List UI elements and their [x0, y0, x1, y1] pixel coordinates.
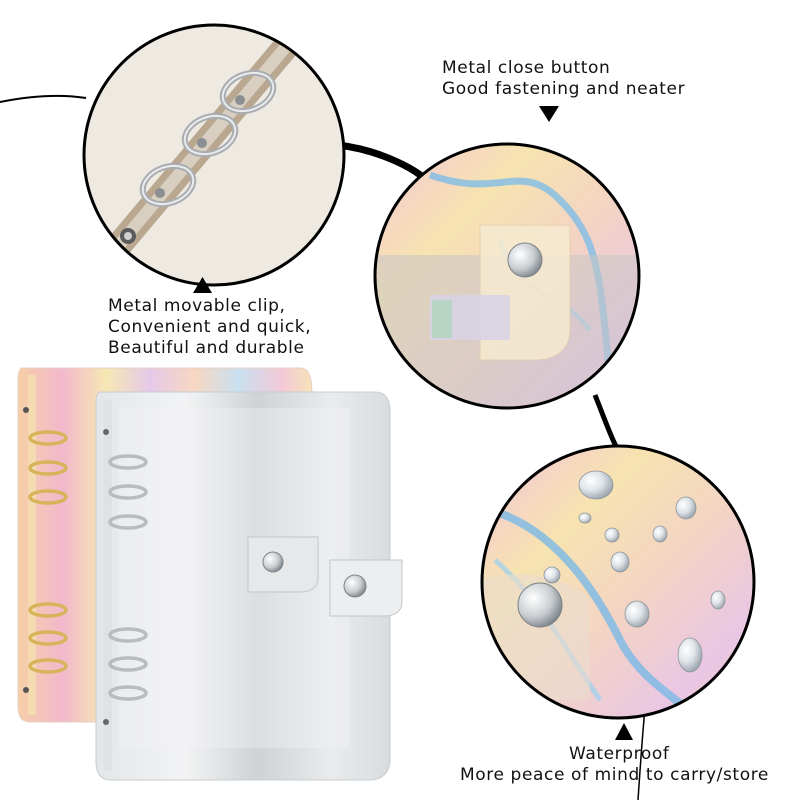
gold-rings: [28, 430, 68, 674]
caption-waterproof-detail: More peace of mind to carry/store: [460, 765, 769, 786]
silver-rings: [108, 454, 148, 701]
caption-line: Metal close button: [442, 58, 611, 78]
caption-line: Metal movable clip,: [108, 296, 286, 316]
caption-line: Beautiful and durable: [108, 338, 305, 358]
caption-line: More peace of mind to carry/store: [460, 765, 769, 785]
detail-circle-snap-button: [373, 142, 641, 410]
detail-circle-waterproof: [480, 444, 756, 720]
caption-line: Convenient and quick,: [108, 317, 312, 337]
binder-product-image: [17, 367, 403, 781]
caption-waterproof-title: Waterproof: [569, 744, 669, 765]
triangle-up-icon: [615, 723, 633, 740]
detail-circle-ring-clip: [82, 23, 346, 287]
triangle-up-icon: [193, 277, 212, 293]
triangle-down-icon: [539, 106, 559, 122]
caption-line: Good fastening and neater: [442, 79, 686, 99]
caption-metal-clip: Metal movable clip, Convenient and quick…: [108, 296, 311, 359]
caption-close-button: Metal close button Good fastening and ne…: [442, 58, 685, 100]
caption-line: Waterproof: [569, 744, 670, 764]
